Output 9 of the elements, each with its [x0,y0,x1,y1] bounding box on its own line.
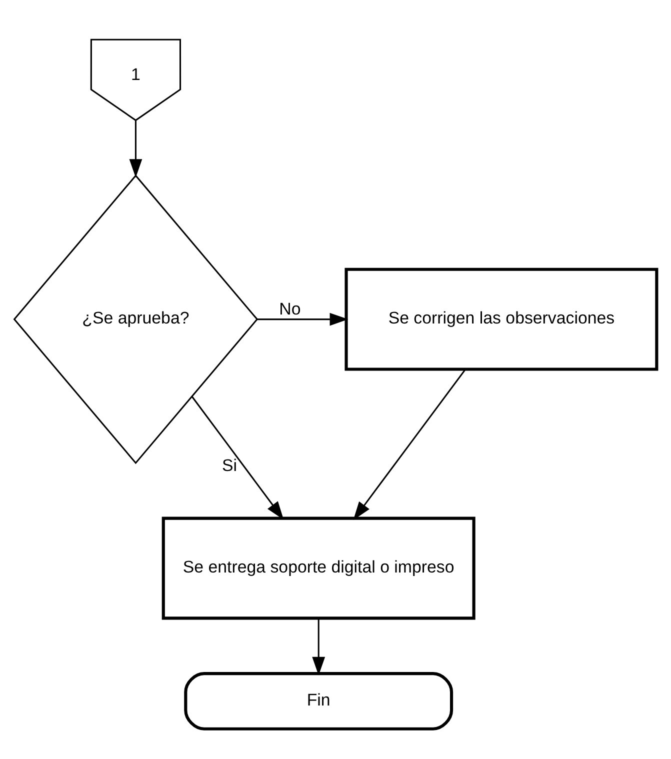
arrow [191,396,284,520]
node-box: Se entrega soporte digital o impreso [162,516,476,620]
arrow [353,368,466,520]
arrow [257,312,348,326]
arrow [129,120,142,178]
node-box: Fin [184,672,454,730]
arrow [312,618,326,675]
edge-label: No [279,298,301,318]
node-box: Se corrigen las observaciones [344,267,658,370]
